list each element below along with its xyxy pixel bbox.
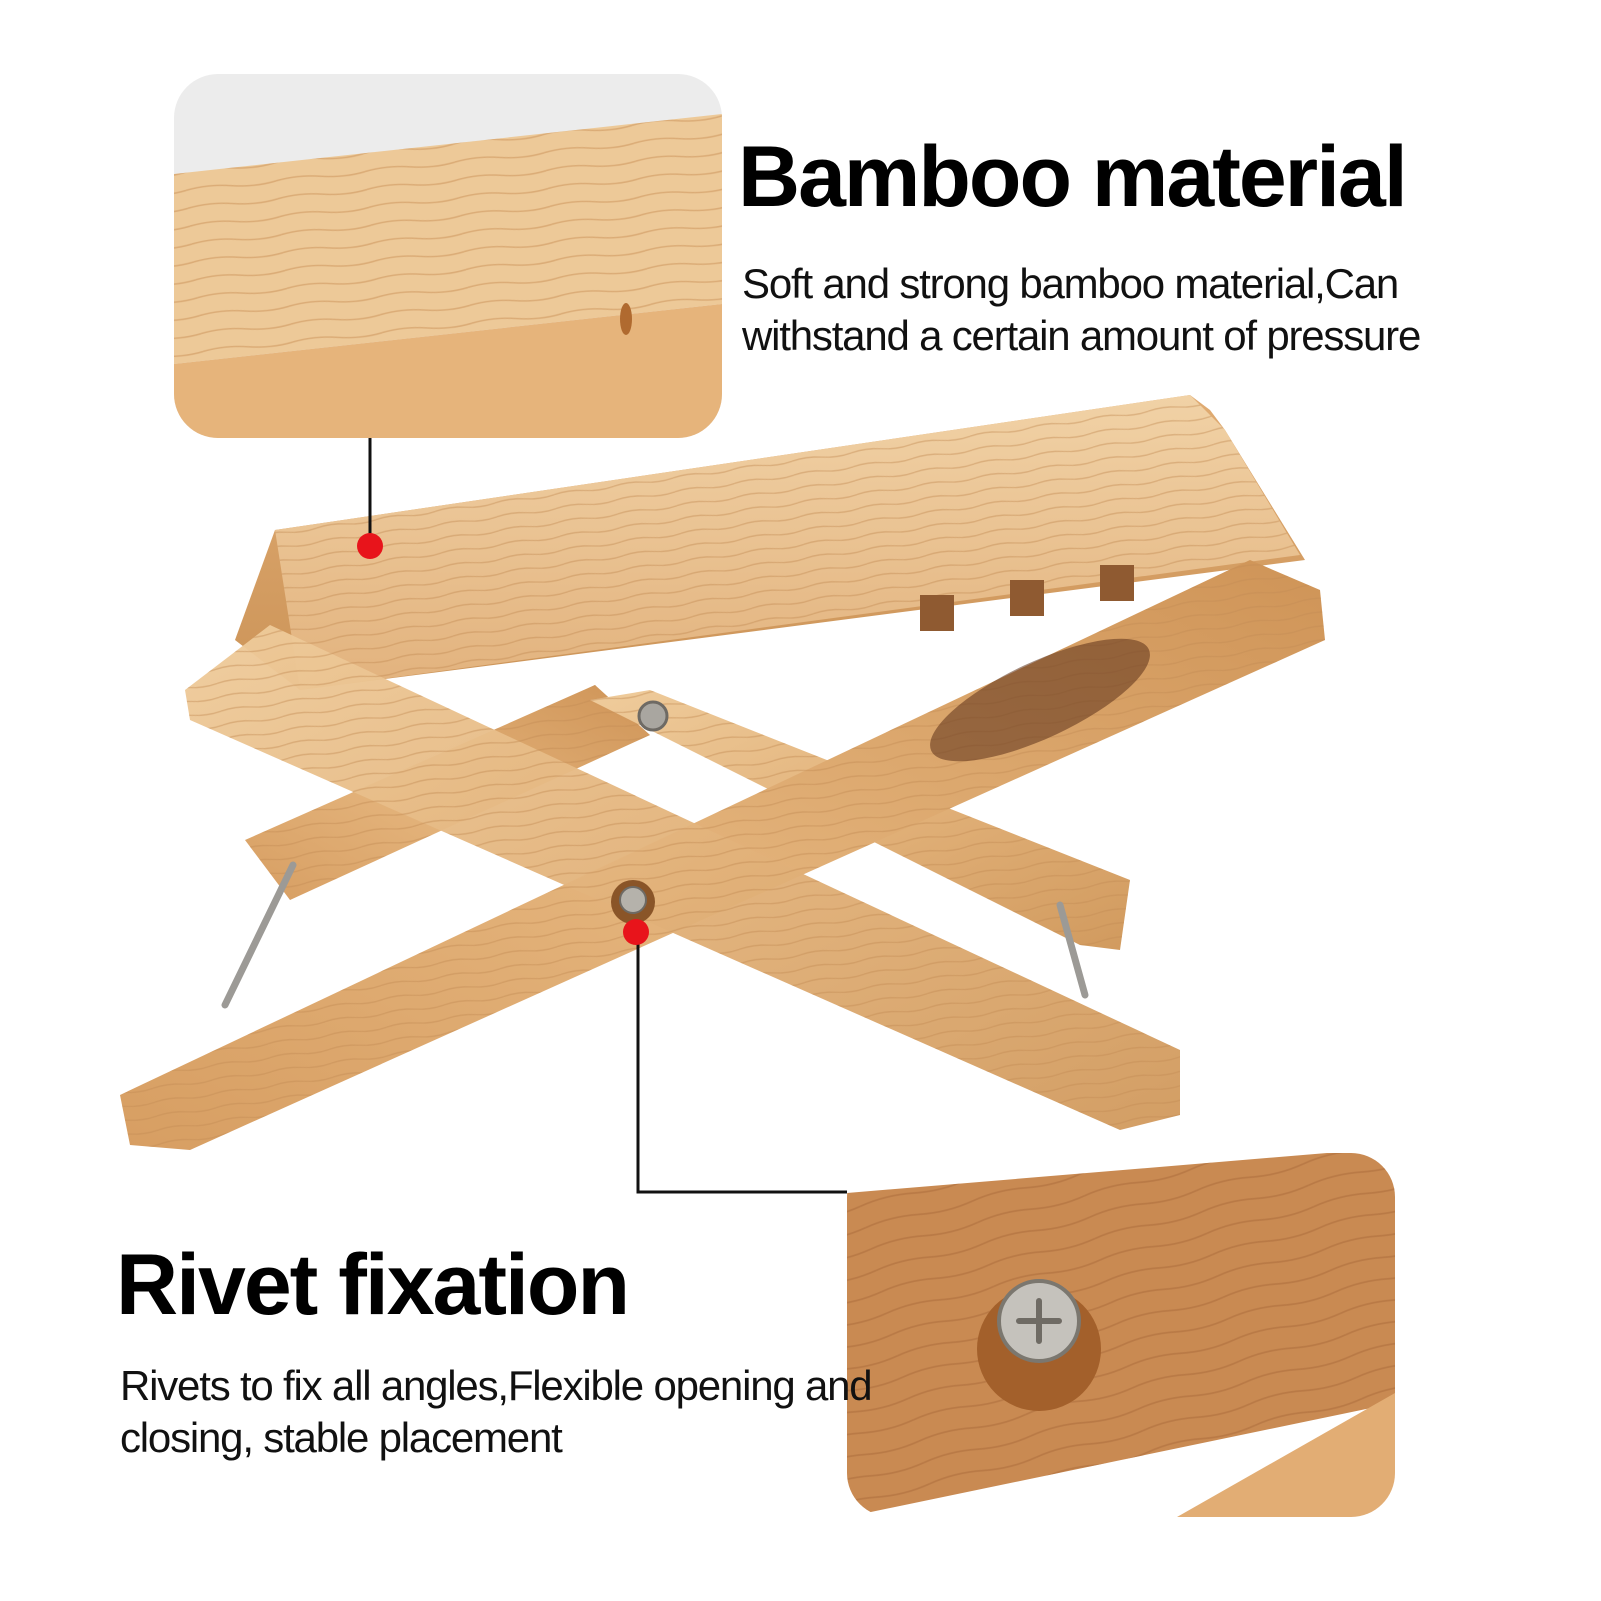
front-leg-falling [185,625,1180,1130]
rivet-upper [637,700,669,732]
closeup-rivet-inset [847,1153,1395,1517]
closeup-rivet-image [847,1153,1395,1517]
metal-rods [221,861,1089,1009]
feature-title-rivet: Rivet fixation [116,1237,630,1333]
callout-connector-bottom [623,919,847,1194]
marker-dot-top [357,533,383,559]
feature-text-bamboo: Soft and strong bamboo material,Can with… [742,260,1421,359]
feature-text-rivet: Rivets to fix all angles,Flexible openin… [120,1362,873,1461]
feature-title-bamboo: Bamboo material [738,129,1408,225]
closeup-board-inset [174,74,722,438]
rivet-center [611,880,655,924]
marker-dot-bottom [623,919,649,945]
top-board [235,395,1305,690]
closeup-board-image [174,74,722,438]
callout-connector-top [357,438,383,559]
